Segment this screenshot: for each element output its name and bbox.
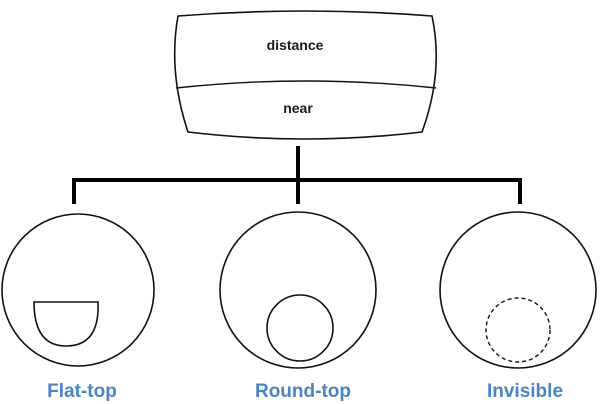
round-top-segment <box>266 294 334 362</box>
lens-outline <box>173 10 438 140</box>
round-top-label: Round-top <box>255 381 351 402</box>
lens-shape: distance near <box>173 10 438 140</box>
lens-distance-label: distance <box>267 37 324 53</box>
flat-top-segment <box>33 301 99 347</box>
lens-near-label: near <box>283 100 313 116</box>
type-invisible: Invisible <box>439 211 597 402</box>
invisible-segment <box>485 297 551 363</box>
round-top-lens-circle <box>219 211 377 369</box>
invisible-label: Invisible <box>487 381 563 402</box>
type-round-top: Round-top <box>219 211 377 402</box>
lens-divider-line <box>175 80 437 89</box>
flat-top-label: Flat-top <box>47 381 117 402</box>
connector-tree <box>72 146 522 204</box>
type-flat-top: Flat-top <box>1 213 155 402</box>
invisible-lens-circle <box>439 211 597 369</box>
